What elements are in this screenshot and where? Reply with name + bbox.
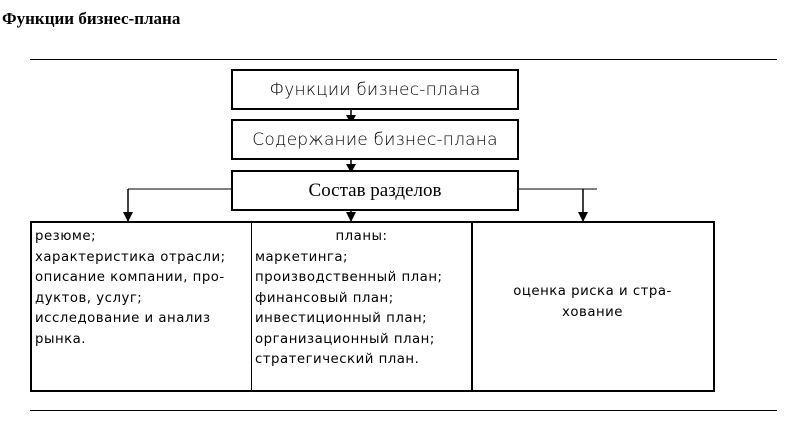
col1-line: характеристика отрасли; [35, 249, 226, 265]
col2-line: инвестиционный план; [255, 311, 428, 326]
contents-box: Содержание бизнес-плана [231, 119, 519, 160]
functions-box: Функции бизнес-плана [231, 69, 519, 110]
plans-column: планы: маркетинга; производственный план;… [251, 221, 473, 392]
col2-line: маркетинга; [255, 249, 349, 265]
arrowhead-col1 [123, 212, 133, 222]
page-title: Функции бизнес-плана [2, 9, 181, 28]
col1-line: исследование и анализ [35, 311, 211, 326]
functions-box-label: Функции бизнес-плана [269, 79, 481, 100]
contents-box-label: Содержание бизнес-плана [252, 129, 498, 150]
plans-column-title: планы: [335, 229, 388, 244]
col1-line: рынка. [35, 331, 87, 347]
sections-box-label: Состав разделов [308, 179, 442, 201]
col2-line: организационный план; [255, 331, 435, 347]
risk-column: оценка риска и стра-хование [472, 221, 715, 392]
col2-line: финансовый план; [255, 290, 394, 306]
arrowhead-col3 [578, 212, 588, 222]
col3-line: хование [561, 305, 623, 320]
col1-line: резюме; [35, 229, 97, 244]
col3-line: оценка риска и стра- [513, 284, 672, 299]
col1-line: дуктов, услуг; [35, 290, 143, 306]
arrowhead-col2 [346, 212, 356, 222]
arrowhead-sections [346, 164, 356, 173]
bottom-divider [30, 410, 777, 411]
plans-column-text: маркетинга; производственный план; финансо… [252, 223, 471, 371]
col2-line: производственный план; [255, 270, 443, 285]
top-divider [30, 59, 777, 60]
sections-box: Состав разделов [231, 170, 519, 211]
risk-column-text: оценка риска и стра-хование [472, 281, 713, 323]
summary-column-text: резюме; характеристика отрасли; описание к… [32, 223, 251, 350]
col2-line: стратегический план. [255, 352, 420, 367]
summary-column: резюме; характеристика отрасли; описание к… [30, 221, 252, 392]
col1-line: описание компании, про- [35, 270, 225, 285]
